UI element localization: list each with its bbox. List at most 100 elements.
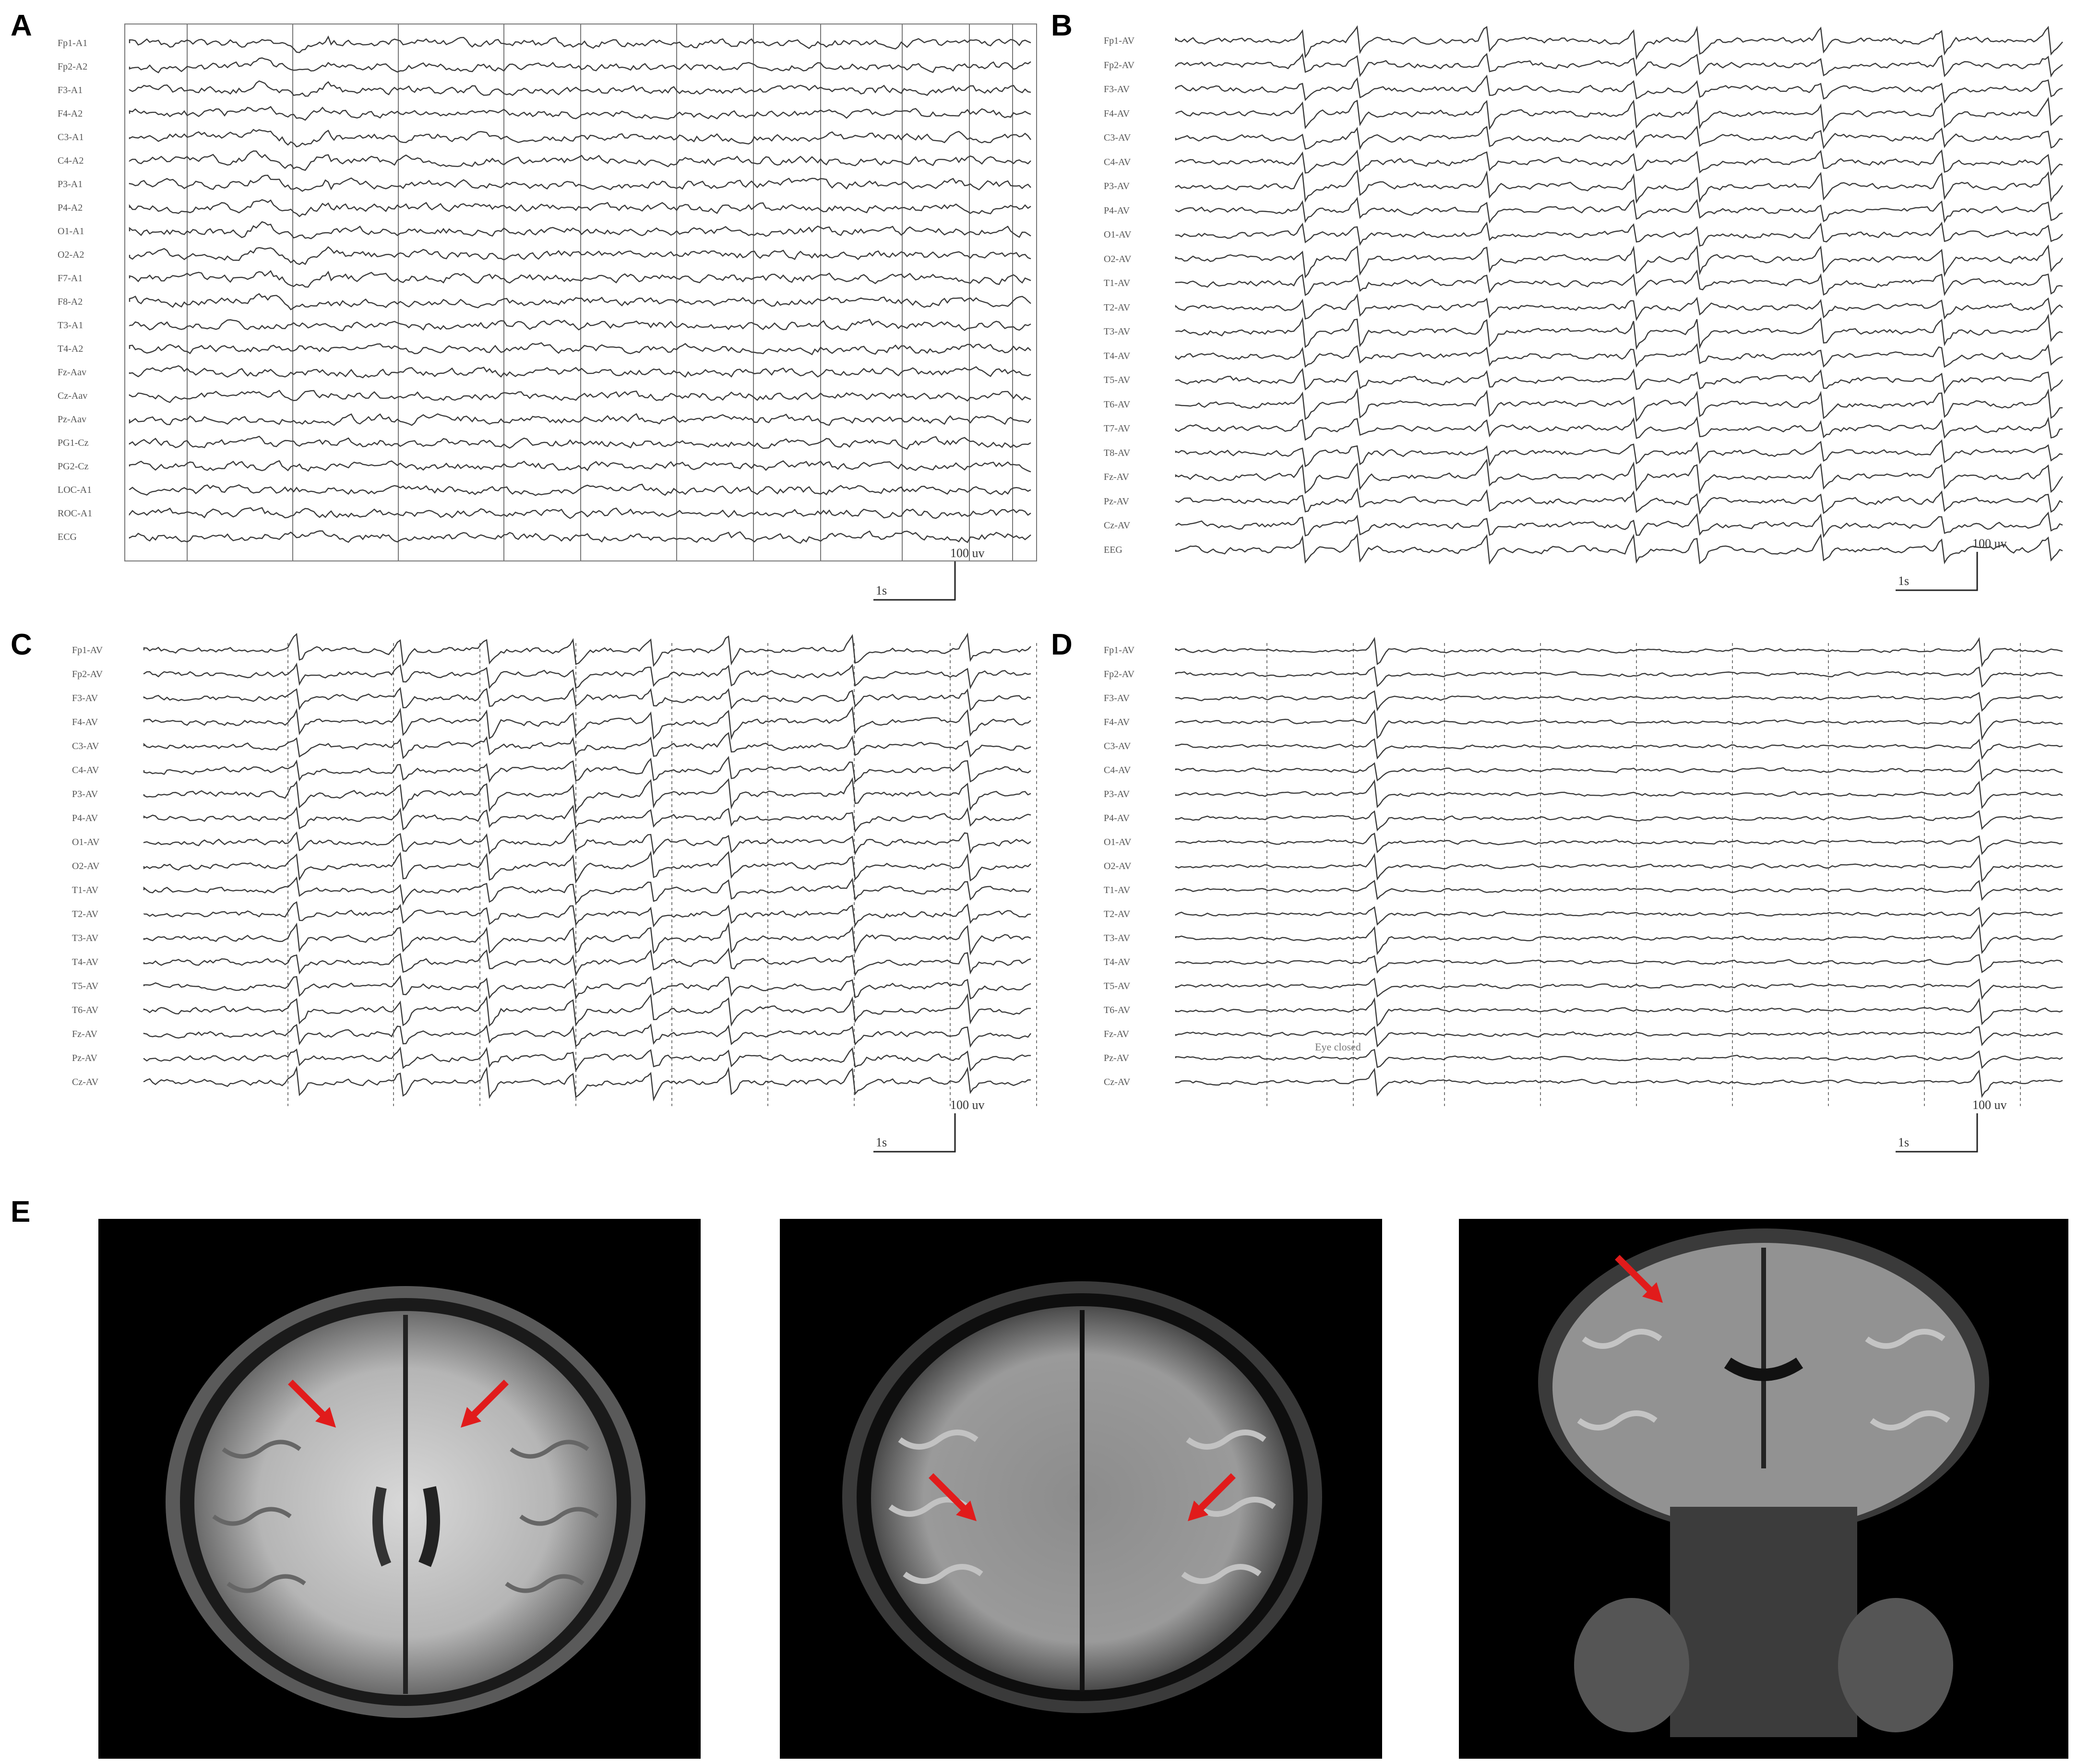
eeg-trace bbox=[143, 805, 1031, 833]
channel-label: ECG bbox=[58, 532, 77, 542]
eeg-trace bbox=[129, 435, 1031, 450]
eeg-trace bbox=[143, 1047, 1031, 1073]
channel-label: F4-AV bbox=[1104, 108, 1130, 119]
eeg-trace bbox=[143, 756, 1031, 783]
panel-e-letter: E bbox=[11, 1195, 31, 1228]
eye-closed-annotation: Eye closed bbox=[1315, 1041, 1361, 1053]
channel-label: ROC-A1 bbox=[58, 508, 93, 519]
channel-label: Cz-AV bbox=[1104, 520, 1131, 531]
scale-time-label: 1s bbox=[1898, 1135, 1910, 1149]
channel-label: T5-AV bbox=[72, 981, 99, 991]
scale-bar bbox=[1896, 1113, 1978, 1153]
channel-label: F7-A1 bbox=[58, 273, 83, 284]
channel-label: PG2-Cz bbox=[58, 461, 89, 472]
eeg-trace bbox=[143, 975, 1031, 1000]
eeg-trace bbox=[129, 365, 1031, 379]
eeg-trace bbox=[129, 175, 1031, 192]
channel-label: T1-AV bbox=[1104, 278, 1131, 288]
channel-label: T4-AV bbox=[1104, 957, 1131, 967]
scale-time-label: 1s bbox=[876, 584, 887, 597]
axial-flair-mri-image bbox=[780, 1219, 1382, 1759]
channel-label: C3-AV bbox=[1104, 132, 1131, 143]
channel-label: C4-AV bbox=[72, 765, 99, 775]
eeg-trace bbox=[129, 246, 1031, 265]
channel-label: T1-AV bbox=[72, 885, 99, 895]
eeg-trace bbox=[1175, 924, 2063, 955]
channel-label: T2-AV bbox=[1104, 909, 1131, 919]
eeg-trace bbox=[1175, 1068, 2063, 1098]
eeg-trace bbox=[129, 483, 1031, 496]
eeg-trace bbox=[1175, 197, 2063, 224]
channel-label: T2-AV bbox=[72, 909, 99, 919]
channel-label: Fp1-AV bbox=[1104, 645, 1135, 656]
eeg-traces bbox=[1175, 637, 2063, 1153]
coronal-flair-mri-image bbox=[1459, 1219, 2068, 1759]
eeg-trace bbox=[1175, 690, 2063, 712]
scale-amplitude-label: 100 uv bbox=[950, 1098, 985, 1112]
channel-label: C3-AV bbox=[1104, 741, 1131, 751]
eeg-trace bbox=[1175, 293, 2063, 322]
eeg-trace bbox=[1175, 738, 2063, 760]
channel-label: F4-AV bbox=[1104, 717, 1130, 727]
scale-bar bbox=[873, 561, 956, 601]
channel-label: C4-A2 bbox=[58, 155, 84, 166]
eeg-trace bbox=[1175, 368, 2063, 394]
channel-label: T4-A2 bbox=[58, 344, 84, 354]
channel-label: Fp1-AV bbox=[72, 645, 103, 656]
channel-label: P4-A2 bbox=[58, 203, 83, 213]
channel-label: Fp1-AV bbox=[1104, 36, 1135, 46]
eeg-trace bbox=[1175, 458, 2063, 495]
eeg-trace bbox=[129, 199, 1031, 217]
eeg-traces bbox=[124, 24, 1037, 601]
eeg-trace bbox=[143, 662, 1031, 690]
channel-label: P3-AV bbox=[1104, 181, 1130, 191]
channel-label: T3-AV bbox=[72, 933, 99, 943]
channel-label: T4-AV bbox=[72, 957, 99, 967]
channel-label: T3-A1 bbox=[58, 320, 84, 331]
channel-label: O2-AV bbox=[1104, 861, 1132, 871]
channel-label: F4-AV bbox=[72, 717, 98, 727]
eeg-trace bbox=[143, 632, 1031, 667]
channel-label: T6-AV bbox=[1104, 399, 1131, 410]
eeg-trace bbox=[1175, 221, 2063, 247]
channel-label: T4-AV bbox=[1104, 350, 1131, 361]
channel-label: T8-AV bbox=[1104, 447, 1131, 458]
channel-label: Fp2-AV bbox=[1104, 669, 1135, 679]
red-arrow-icon bbox=[461, 1380, 509, 1428]
channel-label: O1-AV bbox=[1104, 229, 1132, 240]
eeg-trace bbox=[143, 828, 1031, 856]
eeg-trace bbox=[1175, 954, 2063, 974]
eeg-trace bbox=[1175, 533, 2063, 565]
channel-label: Fz-AV bbox=[1104, 1029, 1129, 1039]
eeg-trace bbox=[129, 221, 1031, 239]
channel-label: PG1-Cz bbox=[58, 438, 89, 448]
channel-label: Fz-AV bbox=[72, 1029, 97, 1039]
eeg-trace bbox=[1175, 169, 2063, 204]
channel-label: T6-AV bbox=[1104, 1005, 1131, 1015]
channel-label: T7-AV bbox=[1104, 423, 1131, 434]
scale-amplitude-label: 100 uv bbox=[950, 546, 985, 560]
eeg-trace bbox=[143, 876, 1031, 906]
eeg-trace bbox=[1175, 709, 2063, 741]
eeg-trace bbox=[1175, 880, 2063, 901]
eeg-trace bbox=[143, 706, 1031, 740]
channel-label: F3-AV bbox=[1104, 84, 1130, 95]
channel-label: C4-AV bbox=[1104, 765, 1131, 775]
eeg-trace bbox=[1175, 1049, 2063, 1069]
channel-label: O1-A1 bbox=[58, 226, 84, 237]
channel-label: Pz-AV bbox=[72, 1053, 97, 1063]
eeg-traces bbox=[1175, 25, 2063, 591]
channel-label: T1-AV bbox=[1104, 885, 1131, 895]
eeg-trace bbox=[1175, 244, 2063, 279]
channel-label: O1-AV bbox=[72, 837, 100, 847]
eeg-trace bbox=[1175, 125, 2063, 150]
red-arrow-icon bbox=[929, 1473, 977, 1521]
eeg-trace bbox=[1175, 810, 2063, 832]
scale-time-label: 1s bbox=[1898, 574, 1910, 588]
eeg-trace bbox=[129, 35, 1031, 53]
eeg-trace bbox=[129, 106, 1031, 121]
eeg-trace bbox=[129, 57, 1031, 73]
eeg-trace bbox=[129, 318, 1031, 332]
channel-label: P4-AV bbox=[1104, 205, 1130, 216]
